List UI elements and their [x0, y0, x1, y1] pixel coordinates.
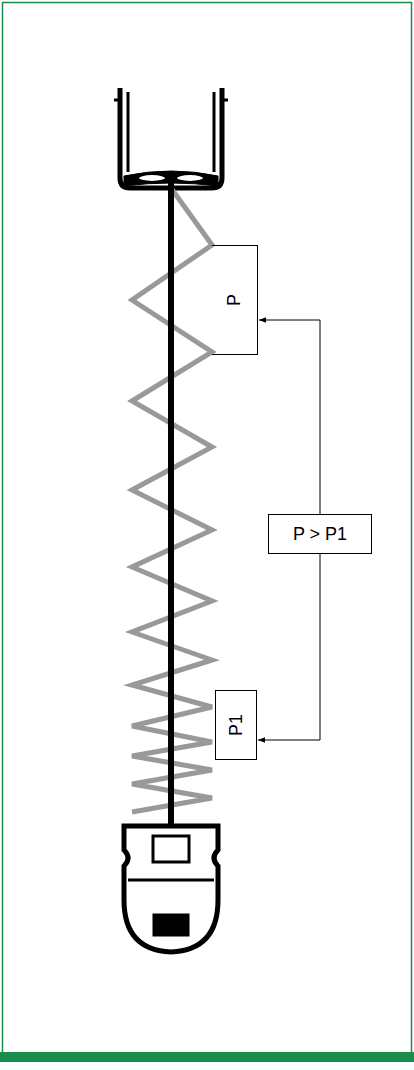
pointer-arrow [258, 554, 320, 740]
pitch-label: P [225, 294, 243, 306]
bottom-bar [0, 1052, 414, 1062]
pitch-label: P > P1 [293, 525, 347, 543]
damper-body [114, 88, 228, 188]
piston-rod [168, 182, 174, 828]
pitch-label: P1 [227, 714, 245, 736]
pointer-arrow [259, 320, 320, 514]
pitch-box: P1 [215, 690, 257, 760]
bottom-mount [124, 826, 218, 952]
frame [3, 3, 412, 1055]
comparison-box: P > P1 [268, 514, 372, 554]
pitch-bracket: P [212, 245, 258, 355]
